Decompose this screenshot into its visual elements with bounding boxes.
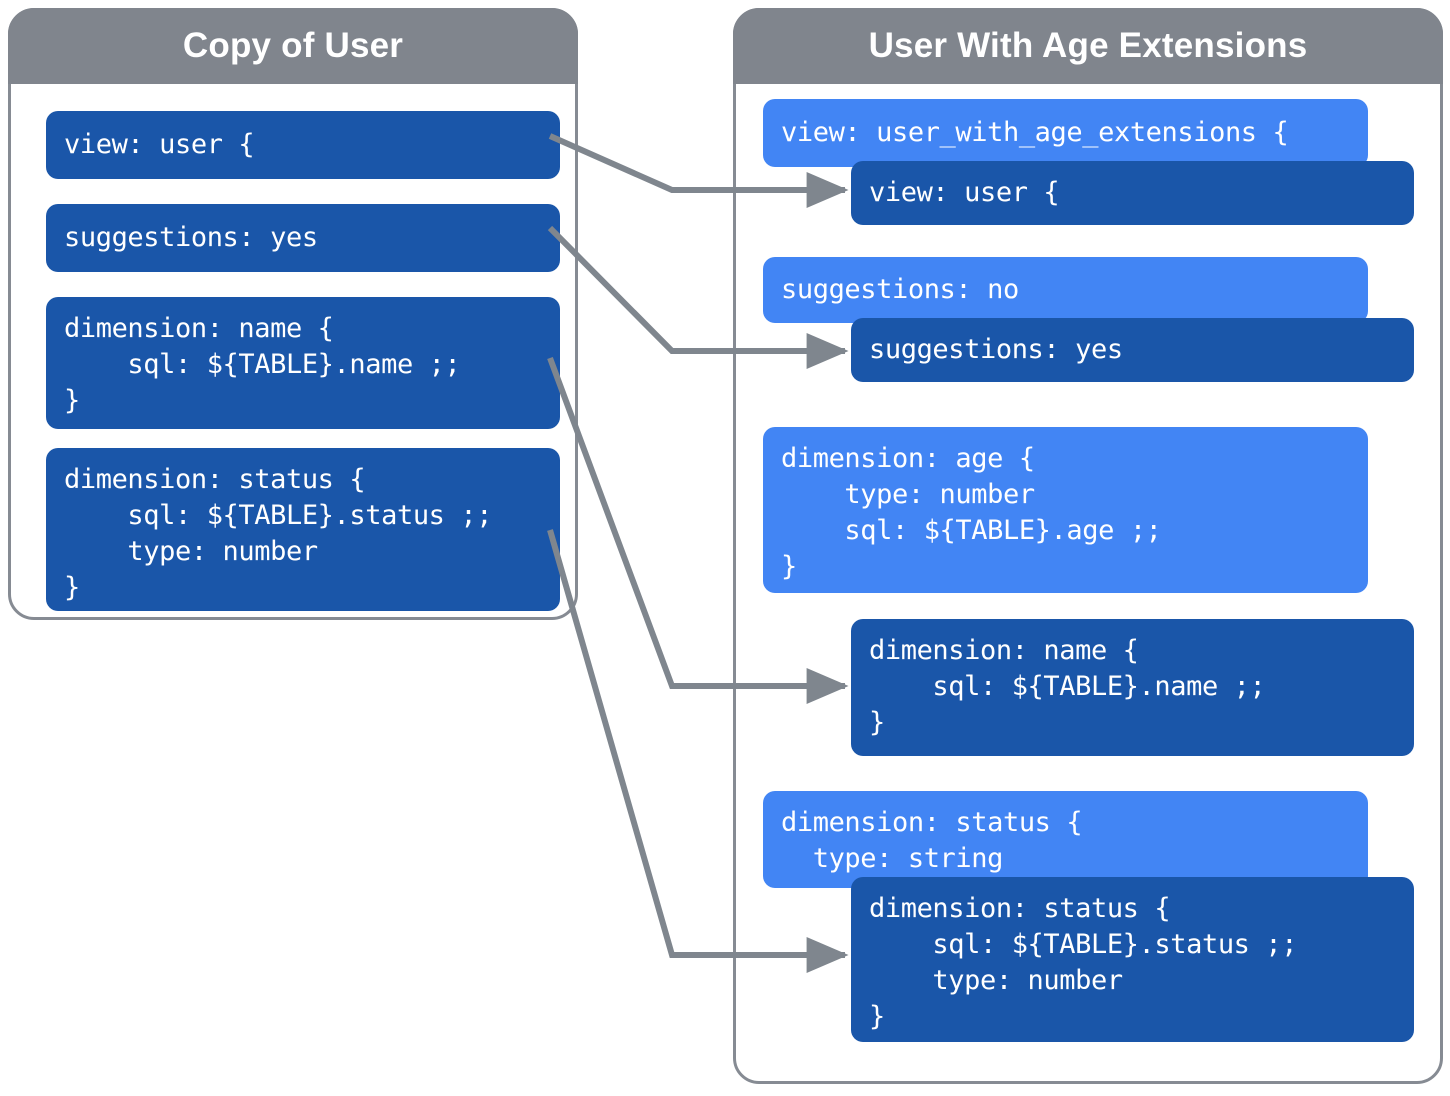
right-dimension-age-extension-block: dimension: age { type: number sql: ${TAB… bbox=[763, 427, 1368, 593]
right-suggestions-base-block: suggestions: yes bbox=[851, 318, 1414, 382]
panel-left-title: Copy of User bbox=[8, 8, 578, 84]
left-dimension-name-block: dimension: name { sql: ${TABLE}.name ;; … bbox=[46, 297, 560, 429]
right-dimension-status-base-block: dimension: status { sql: ${TABLE}.status… bbox=[851, 877, 1414, 1042]
right-view-base-block: view: user { bbox=[851, 161, 1414, 225]
right-view-extension-block: view: user_with_age_extensions { bbox=[763, 99, 1368, 167]
left-dimension-status-block: dimension: status { sql: ${TABLE}.status… bbox=[46, 448, 560, 611]
right-dimension-status-extension-block: dimension: status { type: string bbox=[763, 791, 1368, 888]
panel-copy-of-user: Copy of User view: user { suggestions: y… bbox=[8, 8, 578, 620]
panel-right-title: User With Age Extensions bbox=[733, 8, 1443, 84]
left-suggestions-block: suggestions: yes bbox=[46, 204, 560, 272]
right-dimension-name-base-block: dimension: name { sql: ${TABLE}.name ;; … bbox=[851, 619, 1414, 756]
left-view-block: view: user { bbox=[46, 111, 560, 179]
right-suggestions-extension-block: suggestions: no bbox=[763, 257, 1368, 323]
